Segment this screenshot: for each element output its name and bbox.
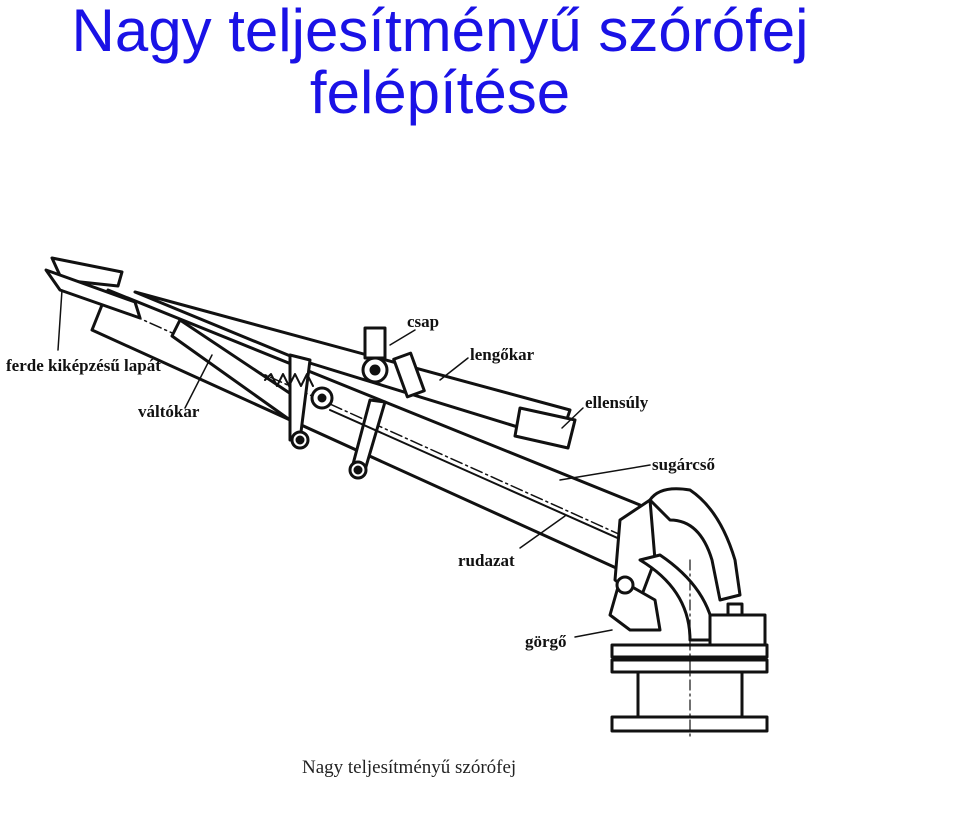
figure-caption: Nagy teljesítményű szórófej bbox=[302, 757, 517, 778]
slide-title: Nagy teljesítményű szórófej felépítése bbox=[0, 0, 960, 124]
label-csap: csap bbox=[407, 312, 440, 331]
label-ellensuly: ellensúly bbox=[585, 393, 649, 412]
label-ferde-lapat: ferde kiképzésű lapát bbox=[6, 356, 161, 375]
title-line-2: felépítése bbox=[309, 59, 571, 126]
label-gorgo: görgő bbox=[525, 632, 567, 651]
label-rudazat: rudazat bbox=[458, 551, 515, 570]
label-lengokar: lengőkar bbox=[470, 345, 535, 364]
title-line-1: Nagy teljesítményű szórófej bbox=[71, 0, 809, 64]
label-sugarcso: sugárcső bbox=[652, 455, 715, 474]
label-valtokar: váltókar bbox=[138, 402, 200, 421]
